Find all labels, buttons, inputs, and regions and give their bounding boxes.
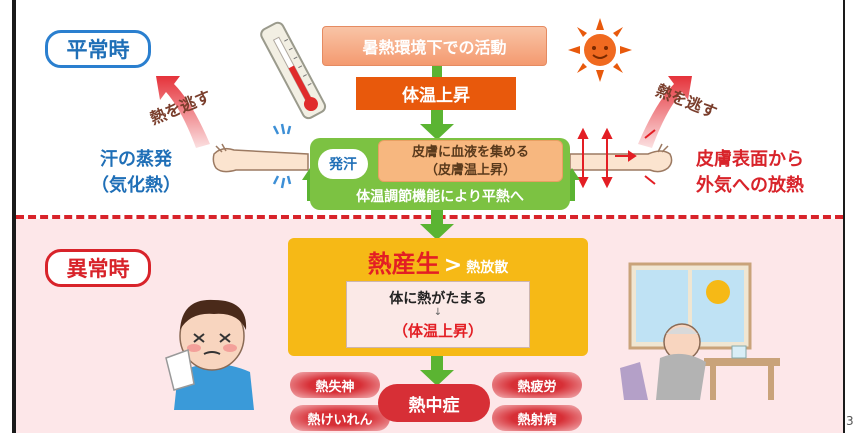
heatstroke-label: 熱中症: [378, 384, 490, 422]
arrow-down-3: [420, 210, 454, 240]
accumulate-text: 体に熱がたまる: [389, 291, 487, 307]
radiation-line2: 外気への放熱: [696, 175, 804, 196]
page-number: 3: [846, 414, 854, 428]
activity-box: 暑熱環境下での活動: [322, 26, 547, 66]
sweat-label: 発汗: [318, 149, 368, 179]
dashed-divider: [16, 215, 843, 219]
heat-exhaustion-label: 熱疲労: [492, 372, 582, 398]
left-border: [12, 0, 16, 433]
sick-boy-illustration: [165, 299, 254, 410]
skin-blood-line1: 皮膚に血液を集める: [411, 145, 529, 160]
radiation-caption: 皮膚表面から 外気への放熱: [660, 147, 840, 199]
radiation-line1: 皮膚表面から: [696, 149, 804, 170]
body-temp-rise-box: 体温上昇: [356, 77, 516, 110]
sweat-drops-icon: [272, 123, 292, 189]
evaporation-line1: 汗の蒸発: [100, 149, 172, 170]
temp-rise-text: （体温上昇）: [392, 322, 483, 340]
evaporation-caption: 汗の蒸発 （気化熱）: [56, 147, 216, 199]
heat-accumulation-box: 体に熱がたまる ↓ （体温上昇）: [346, 281, 530, 348]
arrow-down-2: [420, 110, 454, 140]
sweating-arm-icon: [212, 143, 309, 173]
arrow-down-1: [432, 66, 442, 78]
heat-escape-arrow-right: [638, 76, 692, 148]
heat-stroke-type-label: 熱射病: [492, 405, 582, 431]
sun-icon: [568, 18, 632, 82]
heat-dissipation: 熱放散: [466, 260, 509, 276]
heat-syncope-label: 熱失神: [290, 372, 380, 398]
skin-blood-line2: （皮膚温上昇）: [424, 163, 516, 178]
evaporation-line2: （気化熱）: [91, 175, 181, 196]
skin-blood-box: 皮膚に血液を集める （皮膚温上昇）: [378, 140, 563, 182]
regulation-caption: 体温調節機能により平熱へ: [356, 189, 524, 205]
heat-production: 熱産生: [367, 250, 440, 278]
elderly-person-illustration: [620, 262, 780, 400]
heat-balance-row: 熱産生>熱放散: [288, 244, 588, 279]
radiating-arm-icon: [569, 143, 673, 173]
greater-than-symbol: >: [443, 253, 463, 278]
thermometer-icon: [260, 21, 327, 120]
heat-cramps-label: 熱けいれん: [290, 405, 390, 431]
normal-label: 平常時: [45, 30, 151, 68]
heat-escape-arrow-left: [156, 76, 210, 148]
small-down-arrow: ↓: [433, 307, 443, 318]
abnormal-label: 異常時: [45, 249, 151, 287]
arrow-down-4: [420, 356, 454, 386]
right-border: [843, 0, 845, 433]
heat-radiation-lines: [577, 127, 656, 189]
